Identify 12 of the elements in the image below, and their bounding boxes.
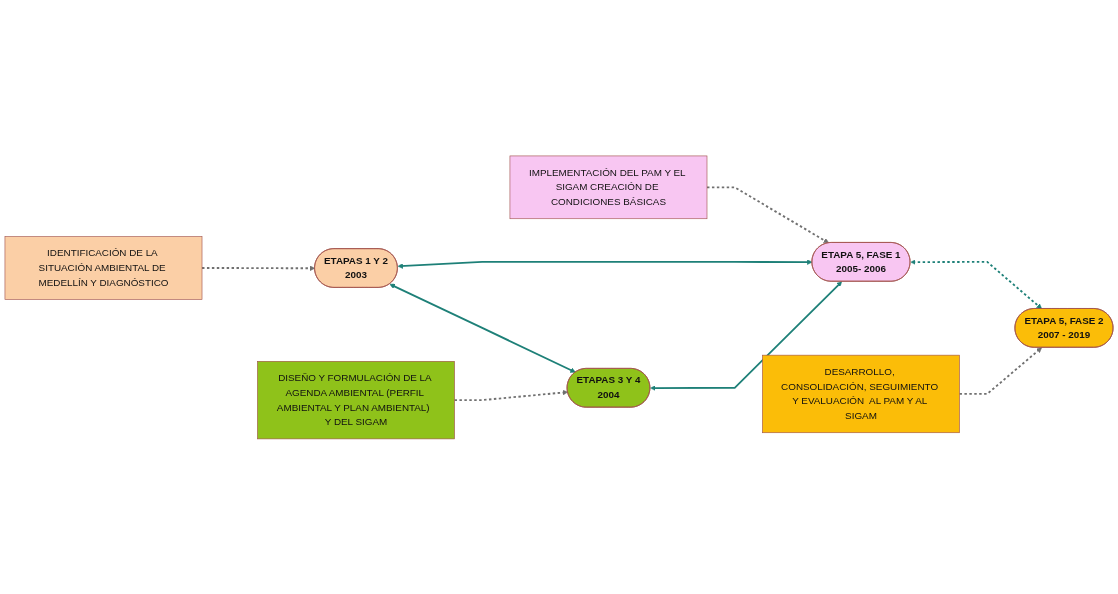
arrow xyxy=(389,283,576,373)
node-box: IDENTIFICACIÓN DE LA SITUACIÓN AMBIENTAL DE MEDELLÍN Y DIAGNÓSTICO xyxy=(4,235,203,300)
arrow xyxy=(201,265,316,271)
node-box: IMPLEMENTACIÓN DEL PAM Y EL SIGAM CREACIÓN DE CONDICIONES BÁSICAS xyxy=(509,155,708,219)
arrow xyxy=(453,389,569,401)
arrow xyxy=(706,186,829,243)
node-box: DESARROLLO, CONSOLIDACIÓN, SEGUIMIENTO Y EVALUACIÓN AL PAM Y AL SIGAM xyxy=(762,354,960,433)
arrow xyxy=(958,346,1042,395)
node-box: DISEÑO Y FORMULACIÓN DE LA AGENDA AMBIENTAL (PERFIL AMBIENTAL Y PLAN AMBIENTAL) Y DEL SIGAM xyxy=(257,360,455,439)
arrow xyxy=(397,259,813,269)
arrow xyxy=(910,259,1042,309)
arrow xyxy=(650,280,843,391)
